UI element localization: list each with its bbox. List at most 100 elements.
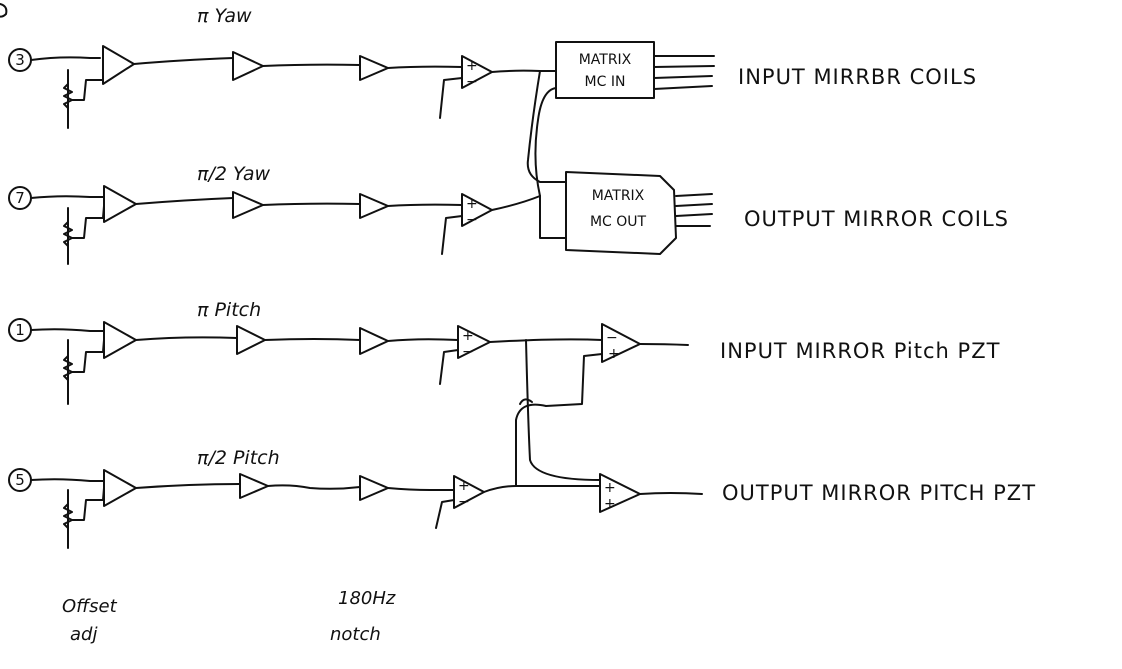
row-channel-3: 3 π Yaw + − MATRIX MC IN INPUT MIRRBR CO… xyxy=(8,5,977,129)
channel-number-7: 7 xyxy=(15,189,25,207)
matrix-mc-in xyxy=(555,41,655,99)
wire xyxy=(135,336,238,341)
gain-stage xyxy=(232,51,264,81)
gain-stage xyxy=(232,191,264,219)
wire xyxy=(264,338,361,341)
coil-outputs xyxy=(653,55,715,90)
output-summer-output-pzt xyxy=(599,473,641,513)
output-label-output-mirror-coils: OUTPUT MIRROR COILS xyxy=(744,207,1009,231)
notch-filter-180hz xyxy=(359,193,389,219)
wire xyxy=(491,69,541,73)
row-channel-7: 7 π/2 Yaw + − MATRIX MC OUT OUTPUT MIRRO… xyxy=(8,163,1009,265)
wire xyxy=(387,338,459,342)
wire xyxy=(30,195,105,199)
stage-label-pi-pitch: π Pitch xyxy=(197,299,261,321)
note-notch-line2: notch xyxy=(330,624,381,645)
cross-wire-pitch-2 xyxy=(515,403,547,487)
row-channel-1: 1 π Pitch + − − + INPUT MIRROR Pitch PZT xyxy=(8,299,1000,407)
summer-minus: − xyxy=(466,74,478,90)
offset-wire xyxy=(71,205,105,239)
cross-wire-in-to-out xyxy=(526,70,557,183)
summer-minus: − xyxy=(458,494,470,510)
channel-number-5: 5 xyxy=(15,471,25,489)
summing-junction xyxy=(461,55,493,89)
summer-minus: − xyxy=(466,212,478,228)
wire xyxy=(262,63,361,67)
output-label-input-mirror-pitch-pzt: INPUT MIRROR Pitch PZT xyxy=(720,339,1000,363)
wire xyxy=(262,202,361,206)
note-offset-line2: adj xyxy=(70,624,97,645)
matrix-mc-out-title: MATRIX xyxy=(592,188,645,204)
output-summer-input-pzt xyxy=(601,323,641,363)
buffer-amplifier xyxy=(103,185,137,223)
note-offset-line1: Offset xyxy=(62,596,118,617)
summer-plus: + xyxy=(466,58,478,74)
offset-wire xyxy=(71,339,105,373)
buffer-amplifier xyxy=(103,321,137,359)
cross-wire-pitch-1 xyxy=(525,339,601,481)
summer-input-wire xyxy=(439,77,463,119)
offset-potentiometer xyxy=(63,221,73,247)
wire xyxy=(135,483,241,489)
offset-potentiometer xyxy=(63,503,73,529)
wire xyxy=(483,485,601,493)
summing-junction xyxy=(461,193,493,227)
wire xyxy=(387,487,455,491)
wire xyxy=(133,57,234,65)
summer-input-wire xyxy=(441,215,463,255)
summer-plus: + xyxy=(466,196,478,212)
cross-wire-out-to-in xyxy=(534,87,557,197)
summing-junction xyxy=(457,325,491,359)
stage-label-pi-2-pitch: π/2 Pitch xyxy=(197,447,280,469)
edge-mark xyxy=(0,3,8,18)
notch-filter-180hz xyxy=(359,475,389,501)
wire-hop xyxy=(519,398,533,405)
matrix-mc-out-subtitle: MC OUT xyxy=(590,214,647,230)
wire xyxy=(30,56,101,61)
output-label-output-mirror-pitch-pzt: OUTPUT MIRROR PITCH PZT xyxy=(722,481,1036,505)
summing-junction xyxy=(453,475,485,509)
wire xyxy=(30,328,105,332)
wire xyxy=(30,478,105,482)
stage-label-pi-2-yaw: π/2 Yaw xyxy=(197,163,270,185)
gain-stage xyxy=(239,473,269,499)
offset-potentiometer xyxy=(63,355,73,381)
wire xyxy=(387,65,463,69)
gain-stage xyxy=(236,325,266,355)
matrix-mc-in-subtitle: MC IN xyxy=(585,74,626,90)
wire xyxy=(539,181,567,239)
buffer-amplifier xyxy=(103,469,137,507)
summer-plus: + xyxy=(608,346,620,362)
note-notch-line1: 180Hz xyxy=(338,588,396,609)
wire xyxy=(387,203,463,207)
cross-feed-wire xyxy=(545,353,603,407)
matrix-mc-out xyxy=(565,171,677,255)
notch-filter-180hz xyxy=(359,327,389,355)
notch-filter-180hz xyxy=(359,55,389,81)
stage-label-pi-yaw: π Yaw xyxy=(197,5,252,27)
output-label-input-mirror-coils: INPUT MIRRBR COILS xyxy=(738,65,977,89)
wire xyxy=(267,484,361,490)
summer-plus: + xyxy=(604,480,616,496)
summer-plus: + xyxy=(458,478,470,494)
row-channel-5: 5 π/2 Pitch + − + + OUTPUT MIRROR PITCH … xyxy=(8,447,1036,549)
channel-number-3: 3 xyxy=(15,51,25,69)
coil-outputs xyxy=(675,193,713,227)
summer-input-wire xyxy=(439,349,459,385)
summer-plus: + xyxy=(604,496,616,512)
wire xyxy=(491,195,541,211)
matrix-mc-in-title: MATRIX xyxy=(579,52,632,68)
offset-wire xyxy=(71,65,105,101)
offset-potentiometer xyxy=(63,83,73,109)
summer-minus: − xyxy=(606,330,618,346)
wire xyxy=(639,492,703,495)
wire xyxy=(135,197,234,205)
buffer-amplifier xyxy=(102,45,135,85)
wire xyxy=(639,343,689,346)
wire xyxy=(489,338,603,343)
summer-input-wire xyxy=(435,499,455,529)
summer-minus: − xyxy=(462,344,474,360)
channel-number-1: 1 xyxy=(15,321,25,339)
summer-plus: + xyxy=(462,328,474,344)
